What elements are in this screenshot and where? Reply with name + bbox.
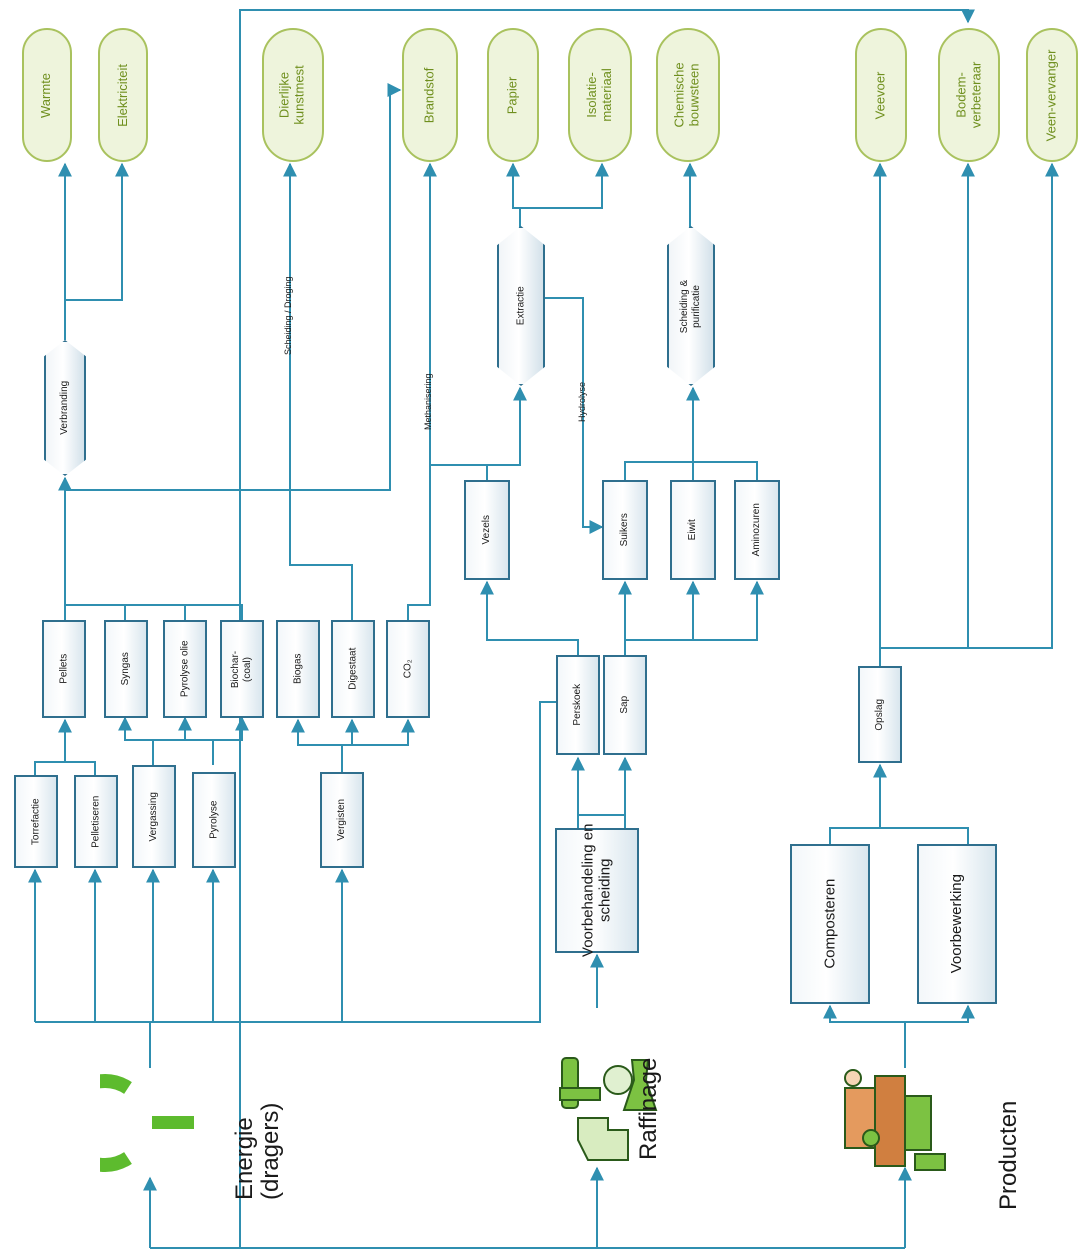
output-elektriciteit-label: Elektriciteit (116, 64, 131, 127)
conversion-extractie-label: Extractie (515, 287, 527, 326)
intermediate-pellets: Pellets (42, 620, 86, 718)
intermediate-perskoek-label: Perskoek (572, 684, 584, 726)
conversion-extractie: Extractie (497, 226, 545, 386)
intermediate-pyrolyse-olie-label: Pyrolyse olie (179, 641, 191, 698)
intermediate-digestaat-label: Digestaat (347, 648, 359, 690)
output-brandstof: Brandstof (402, 28, 458, 162)
output-chemische-bouwsteen-label: Chemische bouwsteen (673, 62, 703, 127)
output-warmte: Warmte (22, 28, 72, 162)
output-veenvervanger-label: Veen-vervanger (1045, 49, 1060, 141)
output-chemische-bouwsteen: Chemische bouwsteen (656, 28, 720, 162)
factory-worker-icon (835, 1068, 955, 1180)
intermediate-aminozuren-label: Aminozuren (751, 503, 763, 556)
intermediate-syngas: Syngas (104, 620, 148, 718)
intermediate-vezels-label: Vezels (481, 515, 493, 544)
process-voorbehandeling-scheiding: Voorbehandeling en scheiding (555, 828, 639, 953)
intermediate-aminozuren: Aminozuren (734, 480, 780, 580)
category-raffinage-label: Raffinage (636, 1058, 662, 1160)
intermediate-biogas: Biogas (276, 620, 320, 718)
intermediate-digestaat: Digestaat (331, 620, 375, 718)
output-veenvervanger: Veen-vervanger (1026, 28, 1078, 162)
process-voorbehandeling-scheiding-label: Voorbehandeling en scheiding (580, 824, 615, 957)
process-vergisten-label: Vergisten (336, 799, 348, 841)
output-elektriciteit: Elektriciteit (98, 28, 148, 162)
output-brandstof-label: Brandstof (423, 67, 438, 123)
output-papier: Papier (487, 28, 539, 162)
output-warmte-label: Warmte (40, 72, 55, 117)
process-vergassing-label: Vergassing (148, 792, 160, 841)
category-energie-label: Energie (dragers) (232, 1103, 285, 1200)
intermediate-co2-label: CO₂ (402, 660, 414, 679)
process-pelletiseren: Pelletiseren (74, 775, 118, 868)
process-pyrolyse: Pyrolyse (192, 772, 236, 868)
intermediate-biochar-label: Biochar- (coal) (231, 650, 254, 687)
intermediate-sap: Sap (603, 655, 647, 755)
conversion-scheiding-purificatie-label: Scheiding & purificatie (680, 279, 703, 332)
conversion-scheiding-purificatie: Scheiding & purificatie (667, 226, 715, 386)
edge-label-methanisering: Methanisering (423, 373, 433, 430)
conversion-verbranding: Verbranding (44, 340, 86, 476)
intermediate-co2: CO₂ (386, 620, 430, 718)
intermediate-biochar: Biochar- (coal) (220, 620, 264, 718)
process-composteren: Composteren (790, 844, 870, 1004)
category-producten-label: Producten (996, 1101, 1022, 1210)
intermediate-opslag-label: Opslag (874, 699, 886, 731)
intermediate-eiwit-label: Eiwit (687, 519, 699, 540)
intermediate-syngas-label: Syngas (120, 652, 132, 685)
output-dierlijke-kunstmest: Dierlijke kunstmest (262, 28, 324, 162)
intermediate-pellets-label: Pellets (58, 654, 70, 684)
output-isolatiemateriaal: Isolatie- materiaal (568, 28, 632, 162)
output-isolatiemateriaal-label: Isolatie- materiaal (585, 68, 615, 121)
power-icon (100, 1068, 210, 1178)
intermediate-biogas-label: Biogas (292, 654, 304, 685)
process-torrefactie: Torrefactie (14, 775, 58, 868)
intermediate-pyrolyse-olie: Pyrolyse olie (163, 620, 207, 718)
process-pyrolyse-label: Pyrolyse (208, 801, 220, 839)
output-dierlijke-kunstmest-label: Dierlijke kunstmest (278, 65, 308, 124)
edge-label-scheiding-droging: Scheiding / Droging (283, 276, 293, 355)
process-vergassing: Vergassing (132, 765, 176, 868)
process-vergisten: Vergisten (320, 772, 364, 868)
process-voorbewerking: Voorbewerking (917, 844, 997, 1004)
process-torrefactie-label: Torrefactie (30, 798, 42, 845)
process-composteren-label: Composteren (821, 879, 838, 969)
intermediate-suikers: Suikers (602, 480, 648, 580)
intermediate-sap-label: Sap (619, 696, 631, 714)
process-voorbewerking-label: Voorbewerking (948, 874, 965, 973)
intermediate-opslag: Opslag (858, 666, 902, 763)
output-bodemverbeteraar: Bodem- verbeteraar (938, 28, 1000, 162)
output-papier-label: Papier (506, 76, 521, 114)
intermediate-suikers-label: Suikers (619, 513, 631, 546)
process-pelletiseren-label: Pelletiseren (90, 795, 102, 847)
conversion-verbranding-label: Verbranding (59, 381, 71, 435)
output-veevoer-label: Veevoer (874, 71, 889, 119)
intermediate-perskoek: Perskoek (556, 655, 600, 755)
intermediate-eiwit: Eiwit (670, 480, 716, 580)
output-veevoer: Veevoer (855, 28, 907, 162)
output-bodemverbeteraar-label: Bodem- verbeteraar (954, 62, 984, 128)
edge-label-hydrolyse: Hydrolyse (577, 382, 587, 422)
intermediate-vezels: Vezels (464, 480, 510, 580)
